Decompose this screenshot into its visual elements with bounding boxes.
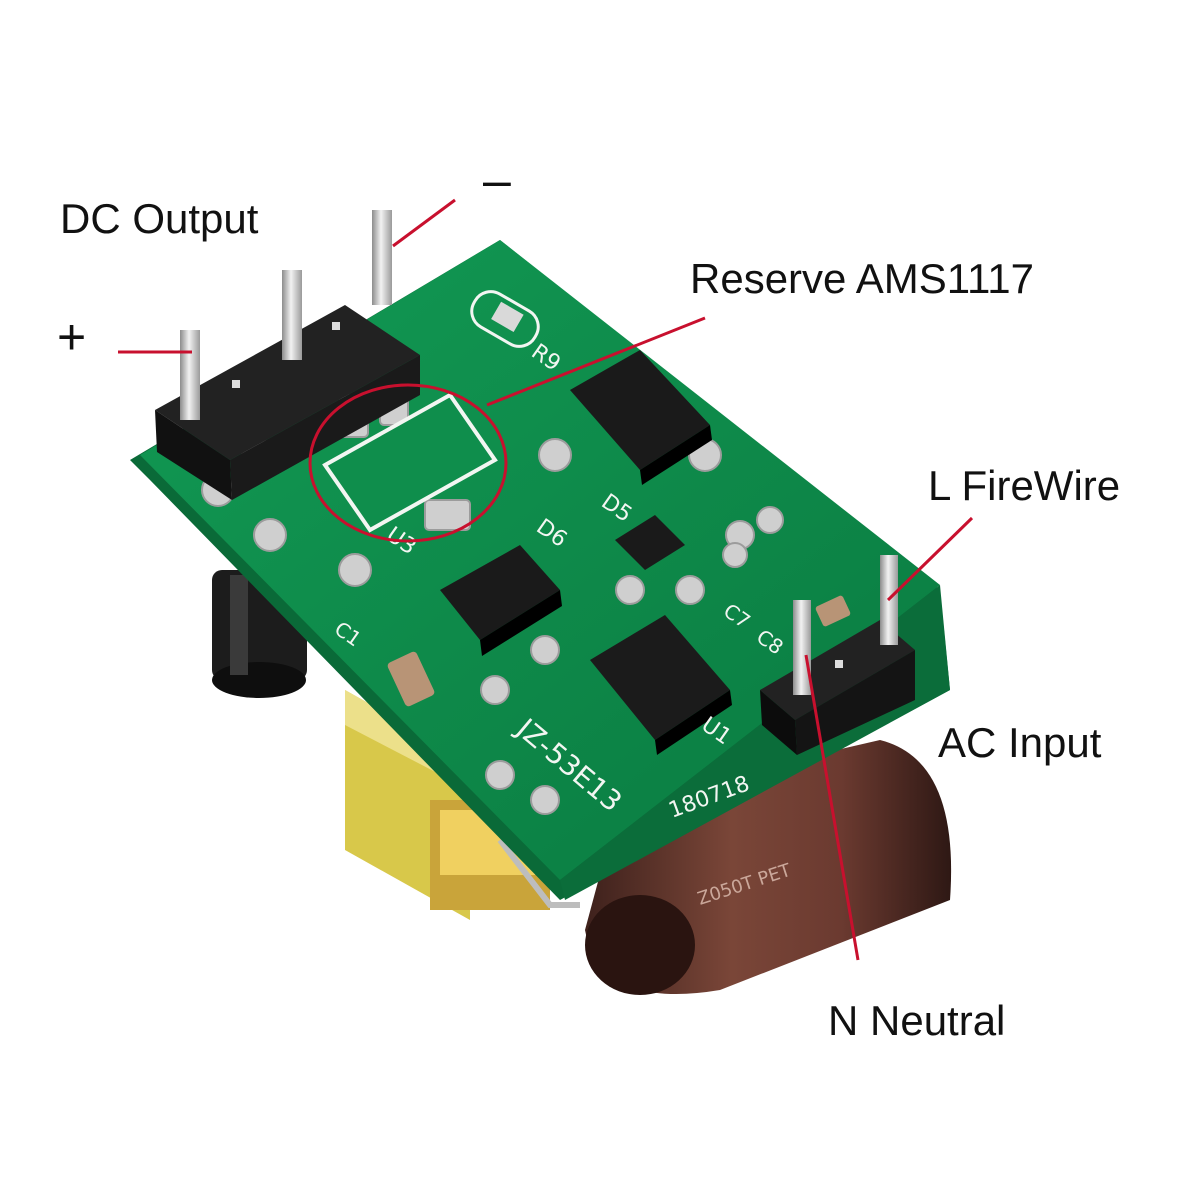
reserve-pointer-line — [486, 316, 706, 407]
annotations — [118, 198, 974, 961]
minus-pointer-line — [392, 198, 456, 248]
ac-input-label: AC Input — [938, 719, 1102, 766]
dc-minus-pin — [372, 210, 392, 305]
reserve-highlight-circle — [308, 383, 508, 543]
n-neutral-pin — [793, 600, 811, 695]
n-neutral-pointer-line — [804, 654, 860, 961]
l-firewire-label: L FireWire — [928, 462, 1121, 509]
dc-output-label: DC Output — [60, 195, 259, 242]
plus-label: + — [57, 309, 87, 365]
dc-plus-pin — [180, 330, 200, 420]
l-firewire-pointer-line — [886, 516, 974, 602]
dc-pin-2 — [282, 270, 302, 360]
ac-input-header — [760, 555, 915, 755]
n-neutral-label: N Neutral — [828, 997, 1006, 1044]
reserve-ams1117-label: Reserve AMS1117 — [690, 255, 1034, 302]
minus-label: – — [483, 152, 511, 208]
c8-capacitor — [815, 595, 851, 627]
bridge-rectifier-chip — [570, 350, 712, 485]
